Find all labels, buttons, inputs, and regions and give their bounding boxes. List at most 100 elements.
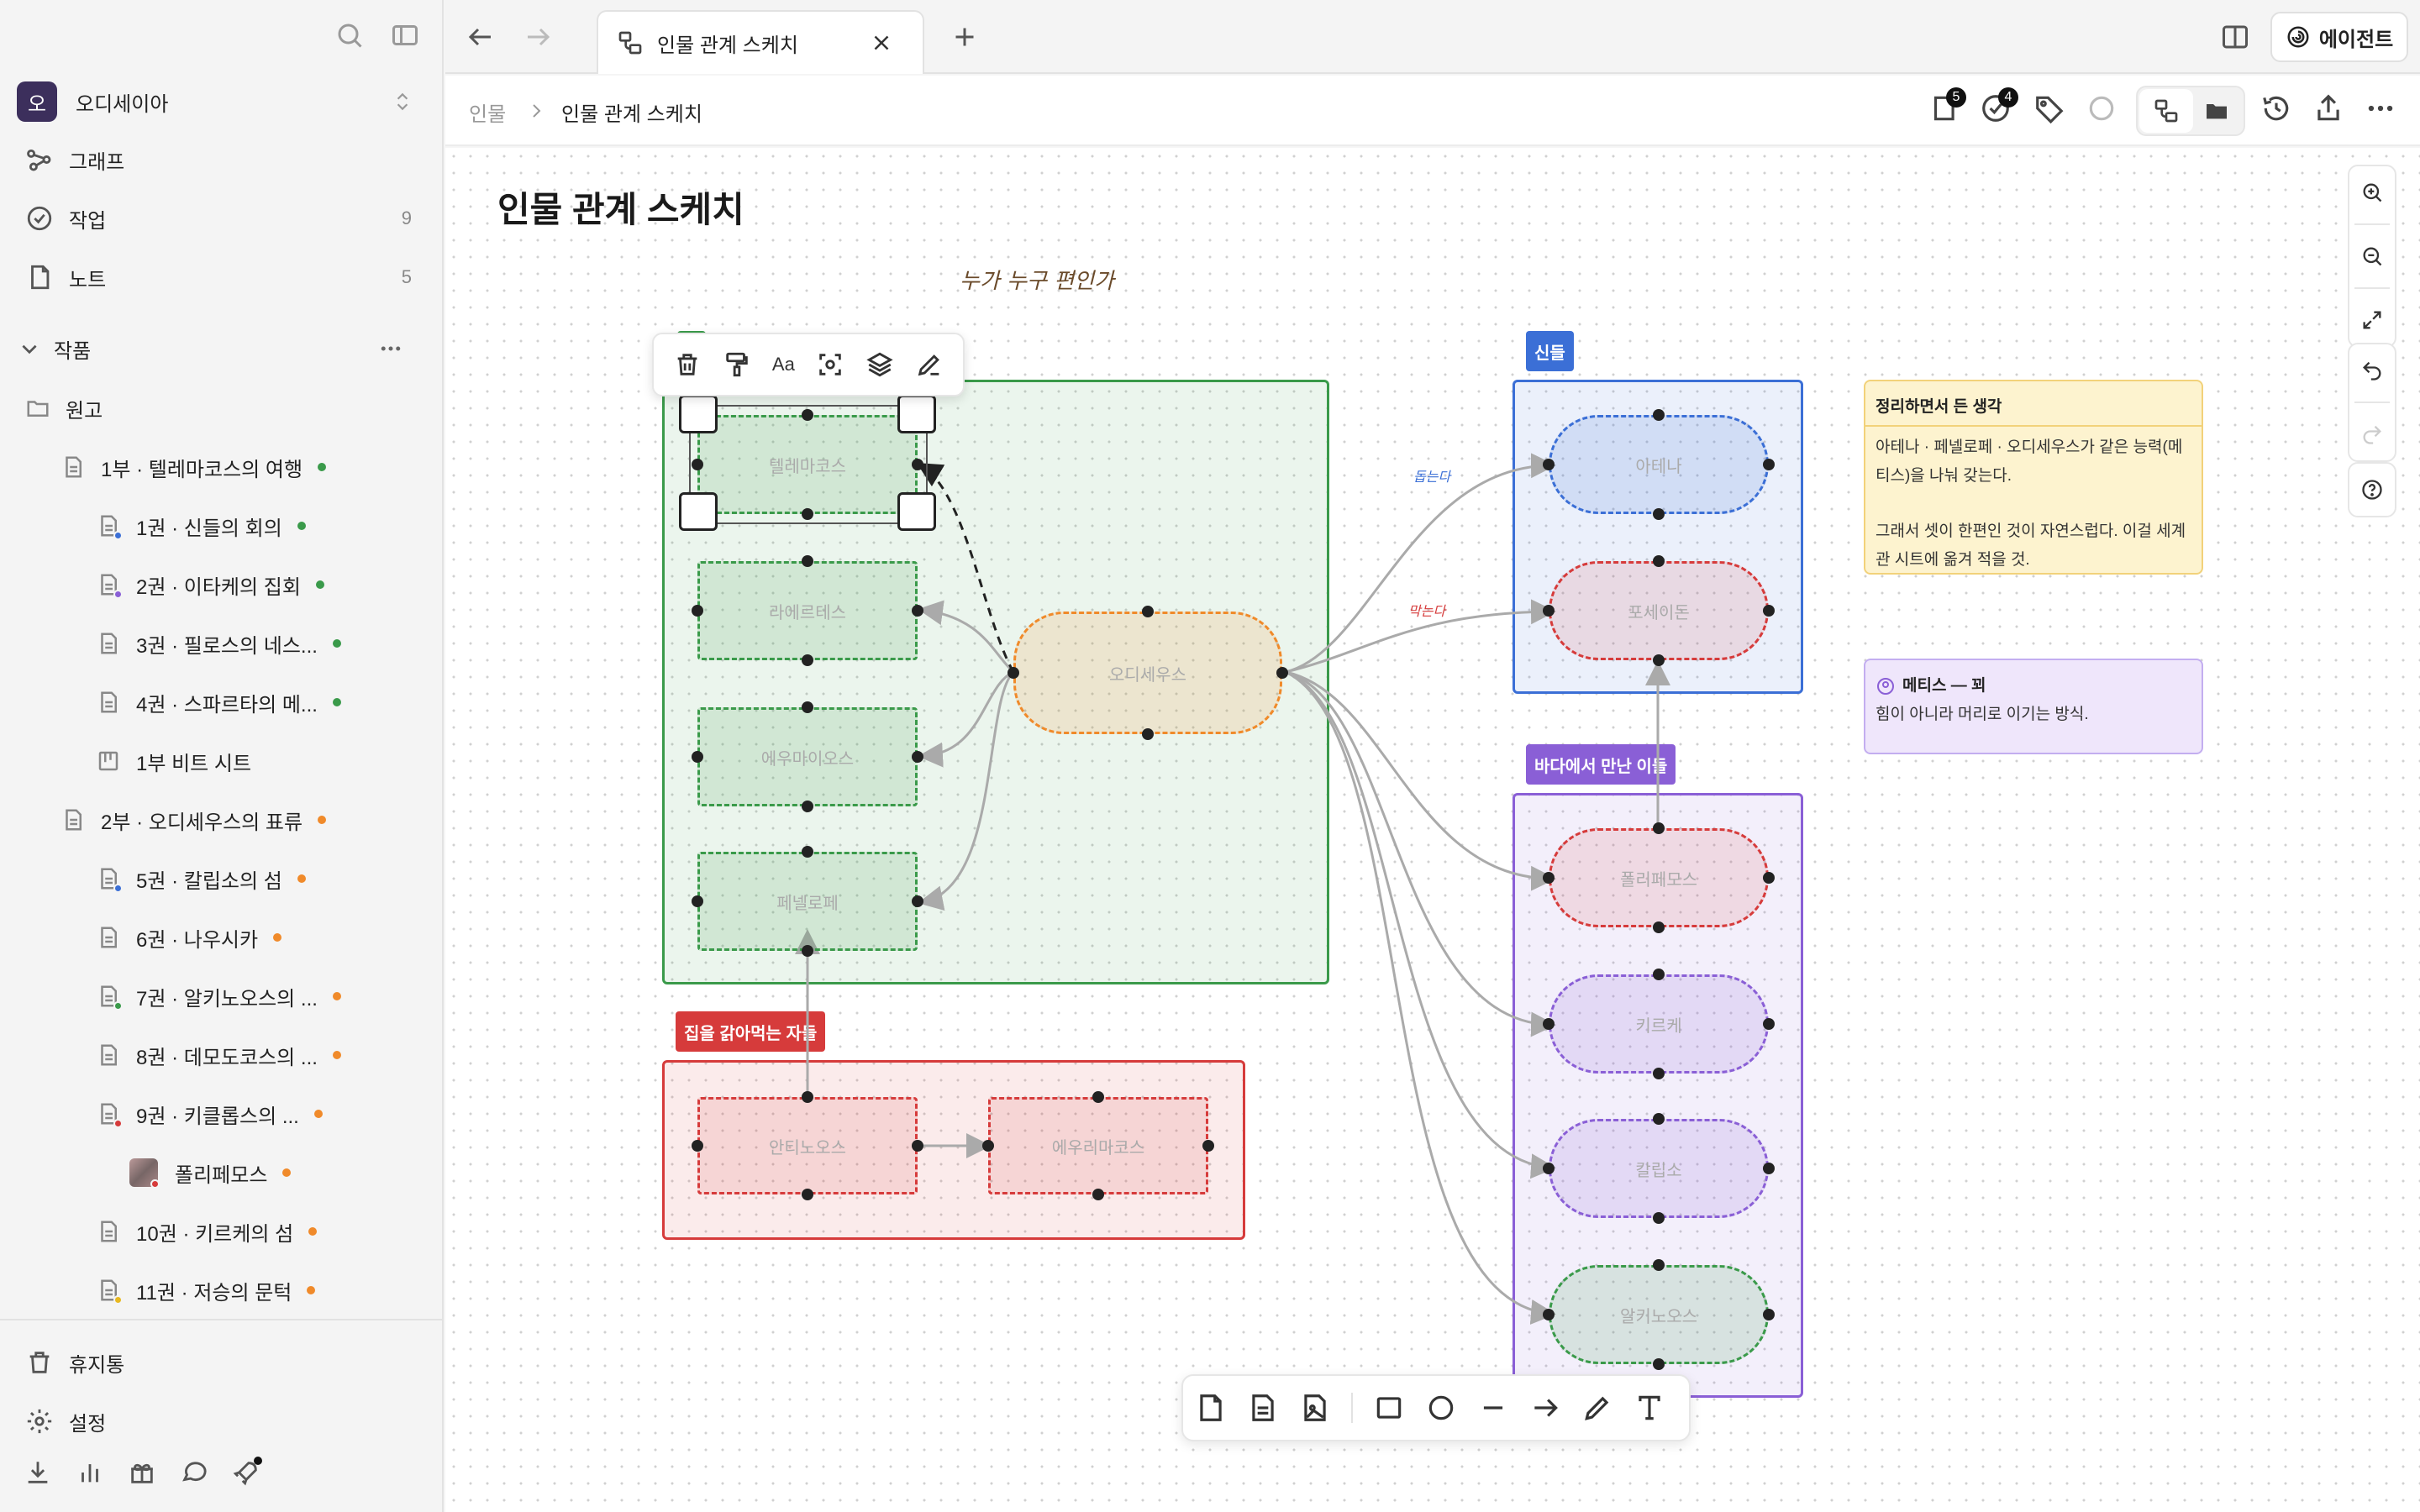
tree-item-book10[interactable]: 10권 · 키르케의 섬 bbox=[96, 1213, 318, 1250]
node-athena[interactable]: 아테나 bbox=[1549, 415, 1769, 514]
tree-item-book9[interactable]: 9권 · 키클롭스의 ... bbox=[96, 1095, 323, 1132]
node-eumaeus[interactable]: 에우마이오스 bbox=[697, 707, 918, 806]
anchor-dot[interactable] bbox=[912, 1140, 923, 1152]
rocket-icon[interactable] bbox=[232, 1457, 262, 1487]
anchor-dot[interactable] bbox=[912, 751, 923, 763]
anchor-dot[interactable] bbox=[1092, 1189, 1104, 1200]
group-suitors-frame[interactable] bbox=[662, 1060, 1245, 1240]
anchor-dot[interactable] bbox=[1653, 555, 1665, 567]
node-odysseus[interactable]: 오디세우스 bbox=[1013, 612, 1282, 734]
anchor-dot[interactable] bbox=[1007, 667, 1019, 679]
node-poseidon[interactable]: 포세이돈 bbox=[1549, 561, 1769, 660]
close-icon[interactable] bbox=[869, 30, 894, 55]
fit-view-icon[interactable] bbox=[2349, 294, 2395, 346]
node-circe[interactable]: 키르케 bbox=[1549, 974, 1769, 1074]
anchor-dot[interactable] bbox=[982, 1140, 994, 1152]
node-telemachus[interactable]: 텔레마코스 bbox=[697, 415, 918, 514]
linked-notes-icon[interactable]: 5 bbox=[1928, 87, 1966, 124]
download-icon[interactable] bbox=[24, 1458, 52, 1487]
resize-handle-top-left[interactable] bbox=[679, 395, 718, 433]
node-eurymachus[interactable]: 에우리마코스 bbox=[988, 1097, 1208, 1194]
new-tab-icon[interactable] bbox=[950, 22, 980, 52]
anchor-dot[interactable] bbox=[802, 846, 813, 858]
anchor-dot[interactable] bbox=[1653, 1259, 1665, 1271]
redo-icon[interactable] bbox=[2349, 408, 2395, 460]
anchor-dot[interactable] bbox=[802, 1189, 813, 1200]
whiteboard-canvas[interactable]: 인물 관계 스케치 누가 누구 편인가 신들 바다에서 만난 이들 집을 갉아먹… bbox=[445, 148, 2420, 1512]
anchor-dot[interactable] bbox=[1763, 459, 1775, 470]
share-icon[interactable] bbox=[2312, 92, 2344, 124]
anchor-dot[interactable] bbox=[802, 555, 813, 567]
anchor-dot[interactable] bbox=[1653, 1212, 1665, 1224]
search-icon[interactable] bbox=[334, 20, 365, 50]
anchor-dot[interactable] bbox=[1543, 872, 1555, 884]
arrow-tool-icon[interactable] bbox=[1529, 1392, 1561, 1424]
tree-item-book1[interactable]: 1권 · 신들의 회의 bbox=[96, 507, 306, 544]
anchor-dot[interactable] bbox=[802, 701, 813, 713]
zoom-out-icon[interactable] bbox=[2349, 230, 2395, 282]
anchor-dot[interactable] bbox=[1543, 1018, 1555, 1030]
history-icon[interactable] bbox=[2260, 92, 2292, 124]
anchor-dot[interactable] bbox=[802, 801, 813, 812]
anchor-dot[interactable] bbox=[802, 1091, 813, 1103]
nav-graph[interactable]: 그래프 bbox=[25, 141, 412, 178]
tree-item-book3[interactable]: 3권 · 필로스의 네스... bbox=[96, 625, 341, 662]
anchor-dot[interactable] bbox=[1763, 1018, 1775, 1030]
anchor-dot[interactable] bbox=[802, 654, 813, 666]
anchor-dot[interactable] bbox=[1276, 667, 1288, 679]
anchor-dot[interactable] bbox=[692, 605, 703, 617]
nav-tasks[interactable]: 작업 9 bbox=[25, 200, 412, 237]
tree-item-book5[interactable]: 5권 · 칼립소의 섬 bbox=[96, 860, 306, 897]
help-icon[interactable] bbox=[2349, 464, 2395, 516]
anchor-dot[interactable] bbox=[1142, 606, 1154, 617]
chat-icon[interactable] bbox=[180, 1458, 208, 1487]
anchor-dot[interactable] bbox=[1092, 1091, 1104, 1103]
tab-character-sketch[interactable]: 인물 관계 스케치 bbox=[597, 10, 924, 74]
linked-tasks-icon[interactable]: 4 bbox=[1980, 87, 2018, 124]
node-penelope[interactable]: 페넬로페 bbox=[697, 852, 918, 951]
pen-icon[interactable] bbox=[915, 350, 944, 379]
tree-item-polyphemus[interactable]: 폴리페모스 bbox=[129, 1154, 292, 1191]
nav-settings[interactable]: 설정 bbox=[25, 1403, 412, 1440]
pen-tool-icon[interactable] bbox=[1581, 1392, 1613, 1424]
nav-trash[interactable]: 휴지통 bbox=[25, 1344, 412, 1381]
anchor-dot[interactable] bbox=[1653, 822, 1665, 834]
anchor-dot[interactable] bbox=[692, 751, 703, 763]
tree-item-book8[interactable]: 8권 · 데모도코스의 ... bbox=[96, 1037, 341, 1074]
group-gods-label[interactable]: 신들 bbox=[1526, 331, 1574, 371]
anchor-dot[interactable] bbox=[1543, 1163, 1555, 1174]
layers-icon[interactable] bbox=[865, 350, 894, 379]
canvas-view-toggle[interactable] bbox=[2139, 89, 2193, 133]
resize-handle-top-right[interactable] bbox=[897, 395, 936, 433]
anchor-dot[interactable] bbox=[1202, 1140, 1214, 1152]
tree-item-part1[interactable]: 1부 · 텔레마코스의 여행 bbox=[60, 449, 327, 486]
anchor-dot[interactable] bbox=[1653, 921, 1665, 933]
tree-folder-manuscript[interactable]: 원고 bbox=[25, 390, 103, 427]
anchor-dot[interactable] bbox=[1543, 459, 1555, 470]
agent-button[interactable]: 에이전트 bbox=[2270, 12, 2408, 62]
anchor-dot[interactable] bbox=[1653, 508, 1665, 520]
anchor-dot[interactable] bbox=[1763, 605, 1775, 617]
line-tool-icon[interactable] bbox=[1477, 1392, 1509, 1424]
sticky-note-thoughts[interactable]: 정리하면서 든 생각 아테나 · 페넬로페 · 오디세우스가 같은 능력(메 티… bbox=[1864, 380, 2203, 575]
text-style-button[interactable]: Aa bbox=[771, 354, 795, 375]
forward-arrow-icon[interactable] bbox=[523, 22, 553, 52]
focus-icon[interactable] bbox=[816, 350, 844, 379]
anchor-dot[interactable] bbox=[912, 895, 923, 907]
rectangle-tool-icon[interactable] bbox=[1373, 1392, 1405, 1424]
anchor-dot[interactable] bbox=[1653, 969, 1665, 980]
split-view-icon[interactable] bbox=[2220, 22, 2250, 52]
tree-item-book6[interactable]: 6권 · 나우시카 bbox=[96, 919, 282, 956]
tag-icon[interactable] bbox=[2033, 92, 2065, 124]
text-tool-icon[interactable] bbox=[1634, 1392, 1665, 1424]
anchor-dot[interactable] bbox=[1142, 728, 1154, 740]
anchor-dot[interactable] bbox=[1763, 872, 1775, 884]
anchor-dot[interactable] bbox=[802, 409, 813, 421]
status-circle-icon[interactable] bbox=[2086, 92, 2118, 124]
anchor-dot[interactable] bbox=[1653, 1358, 1665, 1370]
tree-item-beat-sheet[interactable]: 1부 비트 시트 bbox=[96, 743, 251, 780]
anchor-dot[interactable] bbox=[692, 1140, 703, 1152]
nav-notes[interactable]: 노트 5 bbox=[25, 259, 412, 296]
breadcrumb-parent[interactable]: 인물 bbox=[469, 103, 507, 126]
node-alcinous[interactable]: 알키노오스 bbox=[1549, 1265, 1769, 1364]
